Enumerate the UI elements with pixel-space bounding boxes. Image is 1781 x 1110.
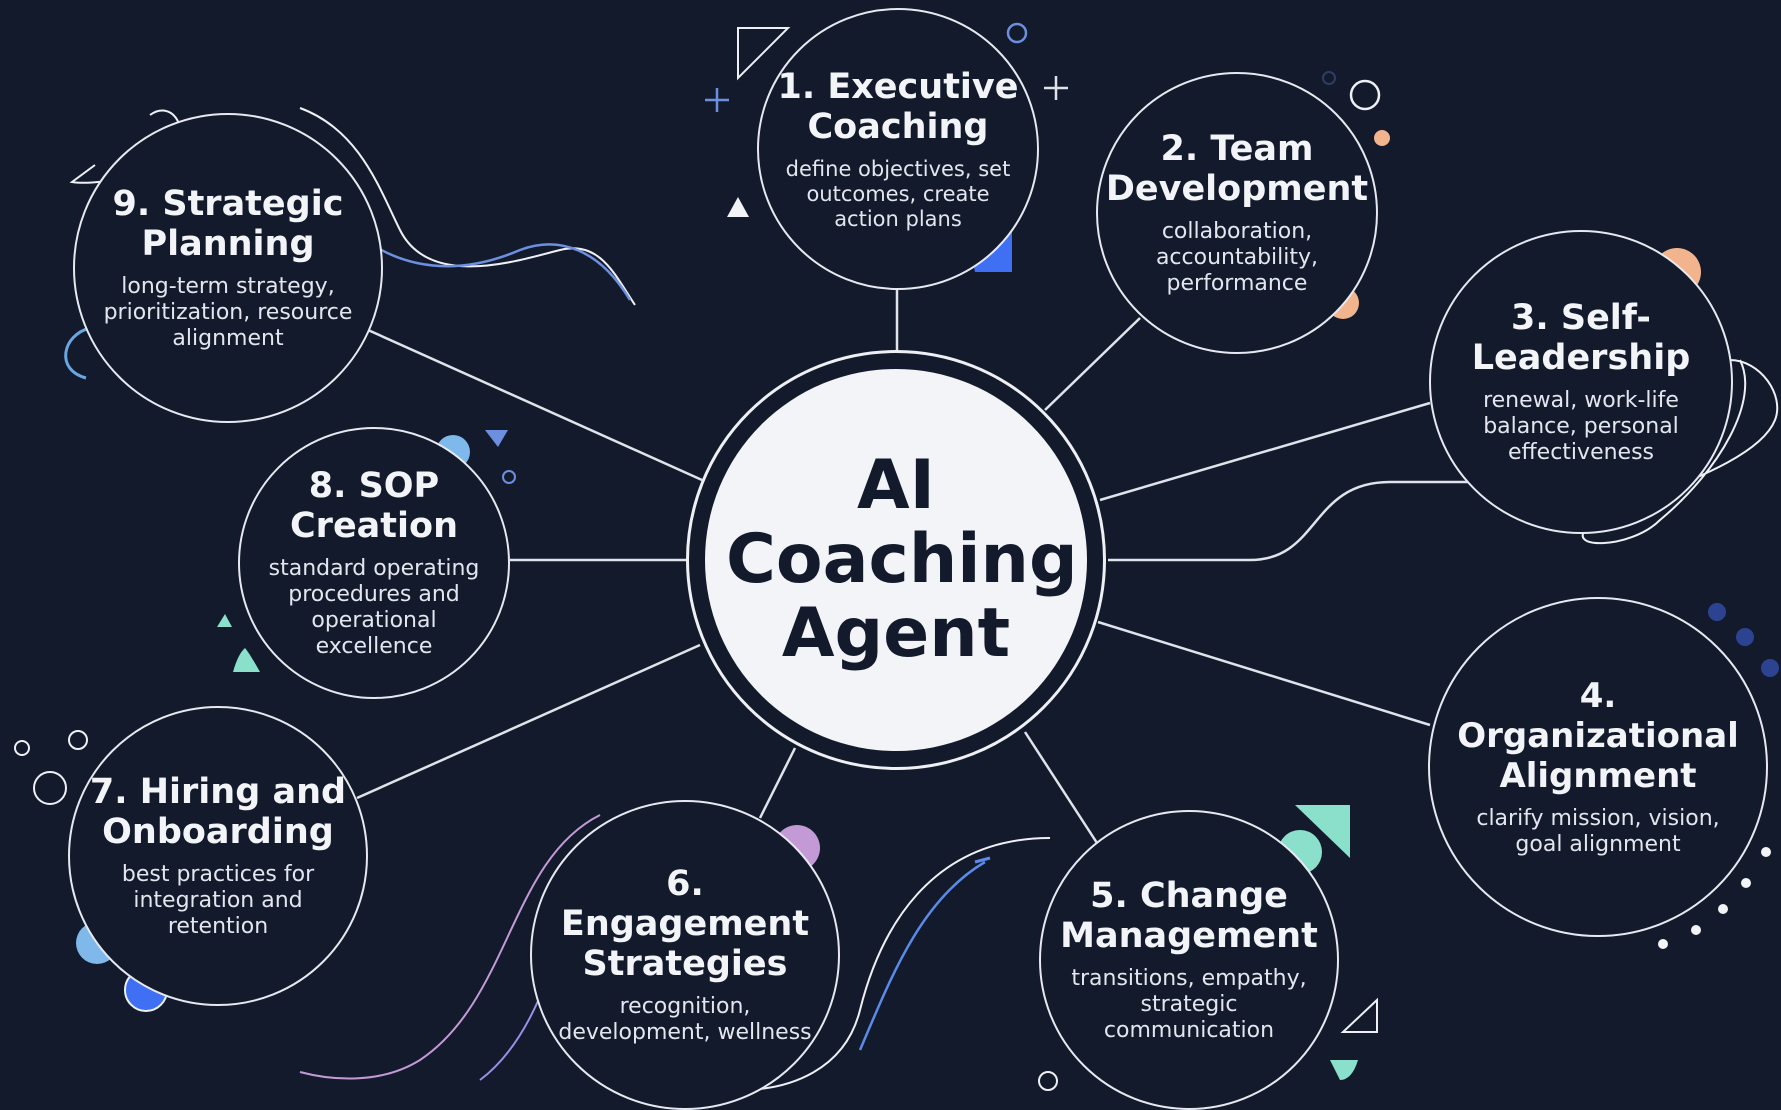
dot-icon: [1736, 628, 1754, 646]
node-description: recognition, development, wellness: [558, 994, 812, 1045]
ring-icon: [1349, 79, 1381, 111]
node-title: 9. Strategic Planning: [112, 184, 344, 264]
node-hiring-and-onboarding: 7. Hiring and Onboarding best practices …: [68, 706, 368, 1006]
dot-icon: [1708, 603, 1726, 621]
triangle-icon: [485, 430, 508, 447]
node-title: 8. SOP Creation: [290, 466, 458, 546]
connector-4: [1097, 620, 1431, 727]
node-team-development: 2. Team Development collaboration, accou…: [1096, 72, 1378, 354]
ring-icon: [14, 740, 30, 756]
triangle-outline-icon: [1340, 997, 1378, 1033]
node-description: standard operating procedures and operat…: [268, 556, 480, 659]
node-description: clarify mission, vision, goal alignment: [1476, 806, 1720, 857]
teal-triangle-icon: [1295, 805, 1350, 858]
node-strategic-planning: 9. Strategic Planning long-term strategy…: [73, 113, 383, 423]
dot-icon: [1718, 904, 1728, 914]
node-title: 6. Engagement Strategies: [560, 864, 810, 984]
connector-lines: [356, 290, 1470, 844]
node-description: long-term strategy, prioritization, reso…: [103, 274, 353, 351]
dot-icon: [1691, 925, 1701, 935]
plus-icon: [705, 88, 729, 112]
connector-3: [1099, 401, 1431, 502]
connector-9: [367, 328, 703, 482]
connector-3-curve: [1108, 480, 1470, 562]
node-title: 2. Team Development: [1105, 129, 1369, 209]
node-organizational-alignment: 4. Organizational Alignment clarify miss…: [1428, 597, 1768, 937]
center-hub: AI Coaching Agent: [705, 369, 1087, 751]
node-title: 5. Change Management: [1060, 876, 1318, 956]
node-self-leadership: 3. Self-Leadership renewal, work-life ba…: [1429, 230, 1733, 534]
node-title: 3. Self-Leadership: [1471, 298, 1691, 378]
node-engagement-strategies: 6. Engagement Strategies recognition, de…: [530, 800, 840, 1110]
dot-icon: [1761, 659, 1779, 677]
teal-triangle-icon: [217, 614, 232, 627]
ring-icon: [1006, 22, 1028, 44]
dot-icon: [1761, 847, 1771, 857]
node-sop-creation: 8. SOP Creation standard operating proce…: [238, 427, 510, 699]
node-executive-coaching: 1. Executive Coaching define objectives,…: [757, 8, 1039, 290]
node-title: 7. Hiring and Onboarding: [89, 772, 347, 852]
node-title: 1. Executive Coaching: [777, 66, 1019, 147]
ring-icon: [68, 730, 88, 750]
ring-icon: [502, 470, 516, 484]
teal-shape-icon: [1330, 1060, 1358, 1080]
connector-7: [356, 643, 701, 800]
center-title: AI Coaching Agent: [726, 446, 1078, 673]
connector-5: [1023, 731, 1099, 844]
dot-icon: [1322, 71, 1336, 85]
orange-dot-icon: [1374, 130, 1390, 146]
plus-icon: [1044, 76, 1068, 100]
ring-icon: [33, 771, 67, 805]
node-description: transitions, empathy, strategic communic…: [1071, 966, 1307, 1043]
node-description: define objectives, set outcomes, create …: [785, 156, 1011, 231]
connector-2: [1044, 317, 1141, 411]
teal-shape-icon: [233, 648, 260, 672]
node-title: 4. Organizational Alignment: [1457, 676, 1739, 796]
ring-icon: [1038, 1071, 1058, 1091]
triangle-icon: [727, 197, 749, 217]
node-description: renewal, work-life balance, personal eff…: [1483, 388, 1679, 465]
triangle-outline-icon: [737, 27, 791, 81]
node-description: best practices for integration and reten…: [121, 862, 315, 939]
node-change-management: 5. Change Management transitions, empath…: [1039, 810, 1339, 1110]
connector-6: [758, 747, 797, 819]
dot-icon: [1658, 939, 1668, 949]
dot-icon: [1741, 878, 1751, 888]
node-description: collaboration, accountability, performan…: [1155, 219, 1319, 296]
